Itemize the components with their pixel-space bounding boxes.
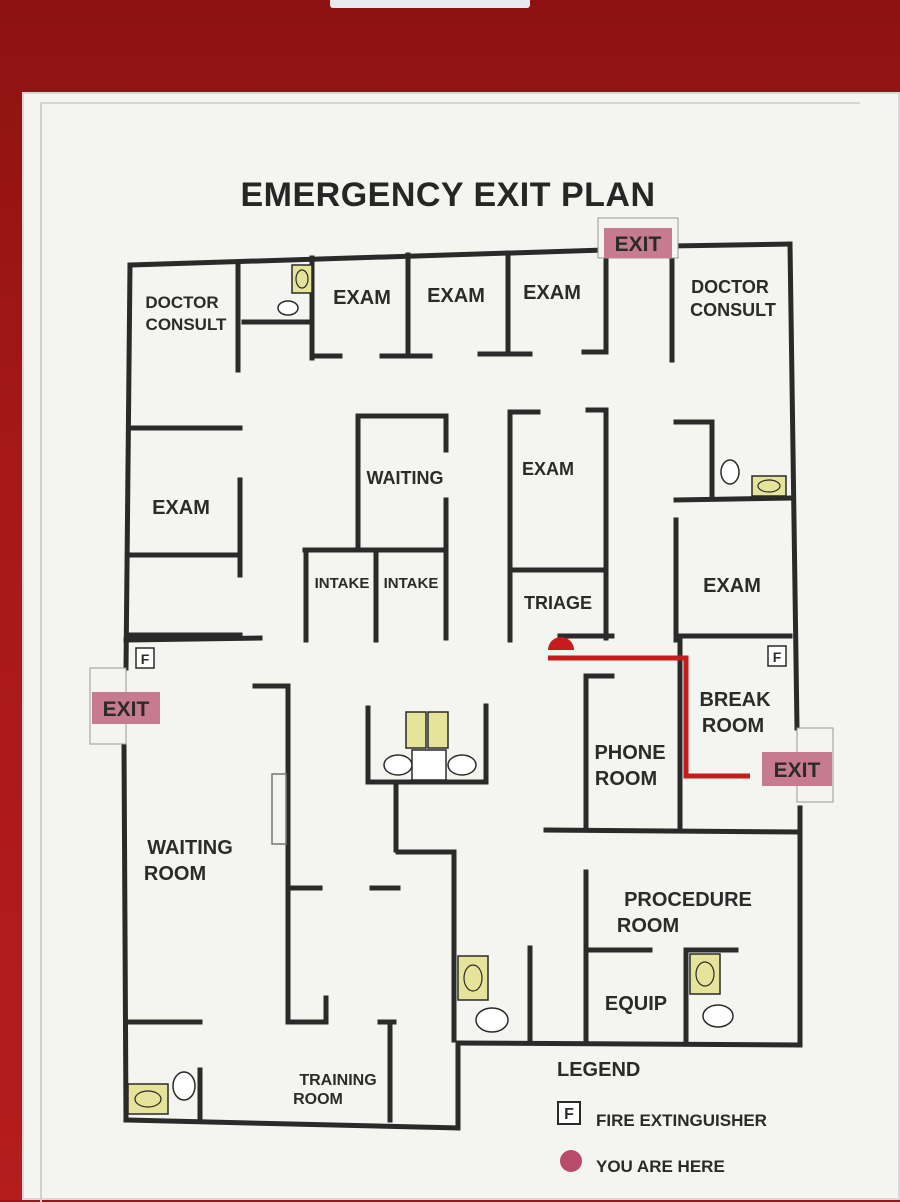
evacuation-route bbox=[548, 637, 750, 779]
you-are-here-icon bbox=[560, 1150, 582, 1172]
paper-edge bbox=[40, 102, 860, 1202]
room-label-training-room-2: ROOM bbox=[293, 1091, 343, 1108]
legend-you-are-here: YOU ARE HERE bbox=[596, 1157, 725, 1176]
exit-label-top: EXIT bbox=[615, 233, 662, 256]
exit-label-left: EXIT bbox=[103, 698, 150, 721]
room-label-exam-top-3: EXAM bbox=[523, 282, 581, 304]
room-label-exam-right: EXAM bbox=[703, 575, 761, 597]
room-label-break-room-2: ROOM bbox=[702, 715, 764, 737]
fire-extinguisher-icon bbox=[135, 647, 155, 669]
you-are-here-marker bbox=[548, 637, 574, 650]
room-label-break-room-1: BREAK bbox=[699, 689, 771, 711]
plastic-sleeve bbox=[22, 92, 900, 1200]
room-label-exam-left: EXAM bbox=[152, 497, 210, 519]
legend-fire-extinguisher: FIRE EXTINGUISHER bbox=[596, 1111, 767, 1130]
room-label-training-room-1: TRAINING bbox=[299, 1072, 376, 1089]
room-label-procedure-room-1: PROCEDURE bbox=[624, 889, 752, 911]
room-label-intake-2: INTAKE bbox=[384, 575, 439, 592]
exit-label-right: EXIT bbox=[774, 759, 821, 782]
room-label-exam-top-1: EXAM bbox=[333, 287, 391, 309]
fire-extinguisher-icon bbox=[557, 1101, 581, 1125]
room-label-waiting: WAITING bbox=[367, 468, 444, 488]
room-labels: DOCTOR CONSULT EXAM EXAM EXAM DOCTOR CON… bbox=[144, 277, 776, 1108]
svg-text:F: F bbox=[141, 651, 150, 667]
wall-sticker bbox=[330, 0, 530, 8]
exit-signs: EXIT EXIT EXIT bbox=[89, 217, 834, 803]
room-label-triage: TRIAGE bbox=[524, 593, 592, 613]
room-label-doctor-consult-left-1: DOCTOR bbox=[145, 293, 218, 312]
door-frame bbox=[271, 773, 287, 845]
svg-text:F: F bbox=[564, 1106, 574, 1123]
room-label-intake-1: INTAKE bbox=[315, 575, 370, 592]
svg-text:F: F bbox=[773, 649, 782, 665]
room-label-doctor-consult-right-2: CONSULT bbox=[690, 300, 776, 320]
exit-sign-top bbox=[604, 228, 672, 258]
room-label-waiting-room-2: ROOM bbox=[144, 863, 206, 885]
fire-extinguisher-icon bbox=[767, 645, 787, 667]
restroom-fixtures bbox=[127, 264, 787, 1115]
room-label-exam-top-2: EXAM bbox=[427, 285, 485, 307]
plan-title: EMERGENCY EXIT PLAN bbox=[240, 176, 655, 214]
room-label-phone-room-1: PHONE bbox=[594, 742, 665, 764]
exit-sign-right bbox=[762, 752, 832, 786]
fire-extinguishers: F F bbox=[135, 645, 787, 669]
room-label-waiting-room-1: WAITING bbox=[147, 837, 233, 859]
legend: LEGEND F FIRE EXTINGUISHER YOU ARE HERE bbox=[557, 1059, 767, 1176]
room-label-exam-center: EXAM bbox=[522, 459, 574, 479]
room-label-doctor-consult-left-2: CONSULT bbox=[146, 315, 228, 334]
room-label-procedure-room-2: ROOM bbox=[617, 915, 679, 937]
room-label-equip: EQUIP bbox=[605, 993, 667, 1015]
legend-title: LEGEND bbox=[557, 1059, 640, 1081]
room-label-phone-room-2: ROOM bbox=[595, 768, 657, 790]
room-label-doctor-consult-right-1: DOCTOR bbox=[691, 277, 769, 297]
exit-sign-left bbox=[92, 692, 160, 724]
walls bbox=[121, 241, 803, 1131]
